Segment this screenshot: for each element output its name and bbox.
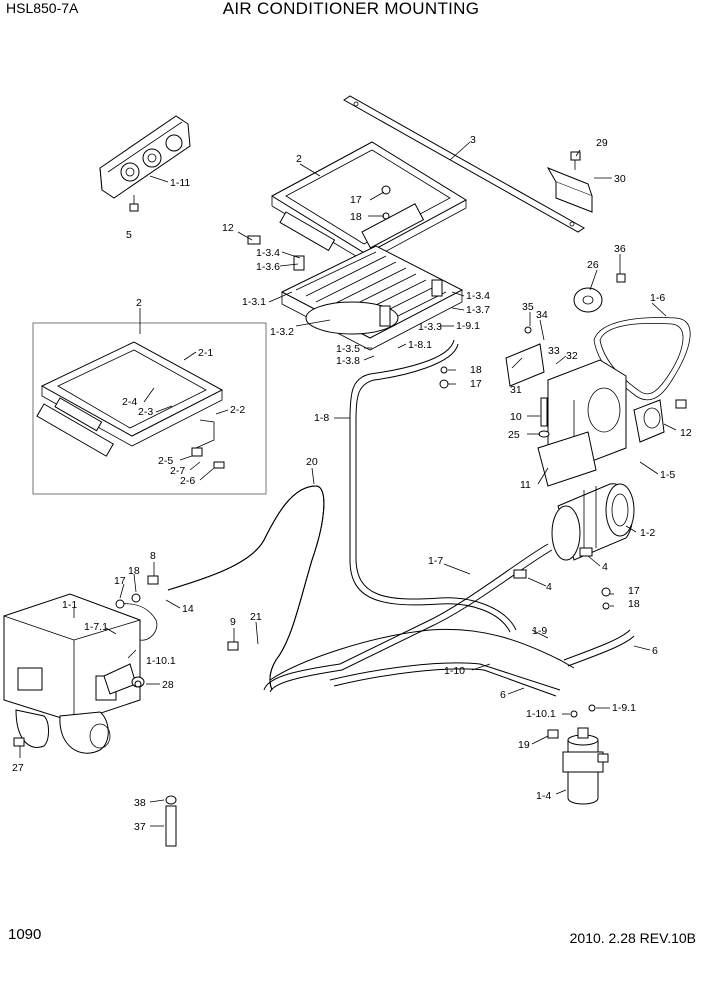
callout-label: 1-5 [660, 469, 675, 481]
callout-label: 18 [470, 364, 482, 376]
callout-label: 18 [350, 211, 362, 223]
callout-label: 9 [230, 616, 236, 628]
callout-label: 6 [652, 645, 658, 657]
callout-label: 2-5 [158, 455, 173, 467]
callout-label: 26 [587, 259, 599, 271]
revision-date: 2010. 2.28 REV.10B [569, 930, 696, 946]
callout-label: 8 [150, 550, 156, 562]
callout-label: 1-7 [428, 555, 443, 567]
callout-label: 17 [114, 575, 126, 587]
callout-label: 11 [520, 479, 531, 491]
callout-label: 32 [566, 350, 578, 362]
receiver-drier [562, 727, 609, 805]
callout-label: 17 [350, 194, 362, 206]
callout-label: 1-6 [650, 292, 665, 304]
callout-label: 1-3.2 [270, 326, 294, 338]
bracket-bar [343, 95, 585, 233]
small-bracket [546, 151, 593, 213]
callout-label: 18 [628, 598, 640, 610]
inset-frame [32, 322, 267, 495]
callout-label: 1-10 [444, 665, 465, 677]
refrigerant-hoses [263, 339, 635, 697]
compressor [551, 483, 635, 561]
callout-label: 1-4 [536, 790, 551, 802]
callout-label: 4 [602, 561, 608, 573]
callout-label: 1-2 [640, 527, 655, 539]
callout-label: 1-3.4 [256, 247, 280, 259]
callout-label: 18 [128, 565, 140, 577]
corrugated-tube [167, 485, 325, 691]
callout-label: 1-9 [532, 625, 547, 637]
callout-labels: 1-11 5 2 3 29 30 17 18 12 1-3.4 1-3.6 36… [12, 134, 692, 833]
callout-label: 1-10.1 [146, 655, 176, 667]
callout-label: 1-1 [62, 599, 77, 611]
callout-label: 14 [182, 603, 194, 615]
callout-label: 31 [510, 384, 522, 396]
callout-label: 17 [470, 378, 482, 390]
callout-label: 1-3.8 [336, 355, 360, 367]
callout-label: 29 [596, 137, 608, 149]
callout-label: 12 [222, 222, 234, 234]
page-title: AIR CONDITIONER MOUNTING [222, 0, 480, 18]
callout-label: 2-6 [180, 475, 195, 487]
callout-label: 30 [614, 173, 626, 185]
compressor-bracket [505, 343, 665, 487]
callout-label: 2-2 [230, 404, 245, 416]
callout-label: 4 [546, 581, 552, 593]
callout-label: 1-10.1 [526, 708, 556, 720]
callout-label: 25 [508, 429, 520, 441]
callout-label: 27 [12, 762, 24, 774]
callout-label: 21 [250, 611, 262, 623]
callout-label: 1-3.6 [256, 261, 280, 273]
callout-label: 1-3.3 [418, 321, 442, 333]
callout-label: 1-9.1 [612, 702, 636, 714]
callout-label: 34 [536, 309, 548, 321]
callout-label: 5 [126, 229, 132, 241]
condenser-frame [271, 141, 467, 263]
callout-label: 28 [162, 679, 174, 691]
leader-lines [19, 141, 677, 827]
callout-label: 35 [522, 301, 534, 313]
fasteners [13, 185, 687, 747]
callout-label: 1-8.1 [408, 339, 432, 351]
callout-label: 1-3.4 [466, 290, 490, 302]
model-code: HSL850-7A [6, 0, 79, 16]
callout-label: 3 [470, 134, 476, 146]
callout-label: 2-7 [170, 465, 185, 477]
callout-label: 1-3.7 [466, 304, 490, 316]
condenser-core [280, 245, 464, 351]
callout-label: 17 [628, 585, 640, 597]
callout-label: 1-3.5 [336, 343, 360, 355]
callout-label: 2-4 [122, 396, 137, 408]
callout-label: 6 [500, 689, 506, 701]
tube-part [165, 795, 177, 847]
callout-label: 2-3 [138, 406, 153, 418]
callout-label: 1-11 [170, 177, 190, 189]
callout-label: 1-8 [314, 412, 329, 424]
callout-label: 19 [518, 739, 530, 751]
callout-label: 10 [510, 411, 522, 423]
evaporator-unit [3, 593, 158, 754]
callout-label: 33 [548, 345, 560, 357]
callout-label: 1-3.1 [242, 296, 266, 308]
callout-label: 2-1 [198, 347, 213, 359]
page-number: 1090 [8, 926, 42, 943]
callout-label: 37 [134, 821, 146, 833]
callout-label: 1-9.1 [456, 320, 480, 332]
control-panel-assembly [99, 115, 191, 212]
callout-label: 12 [680, 427, 692, 439]
callout-label: 2 [136, 297, 142, 309]
callout-label: 38 [134, 797, 146, 809]
callout-label: 1-7.1 [84, 621, 108, 633]
callout-label: 20 [306, 456, 318, 468]
callout-label: 36 [614, 243, 626, 255]
inset-frame-assembly [36, 341, 225, 469]
callout-label: 2 [296, 153, 302, 165]
